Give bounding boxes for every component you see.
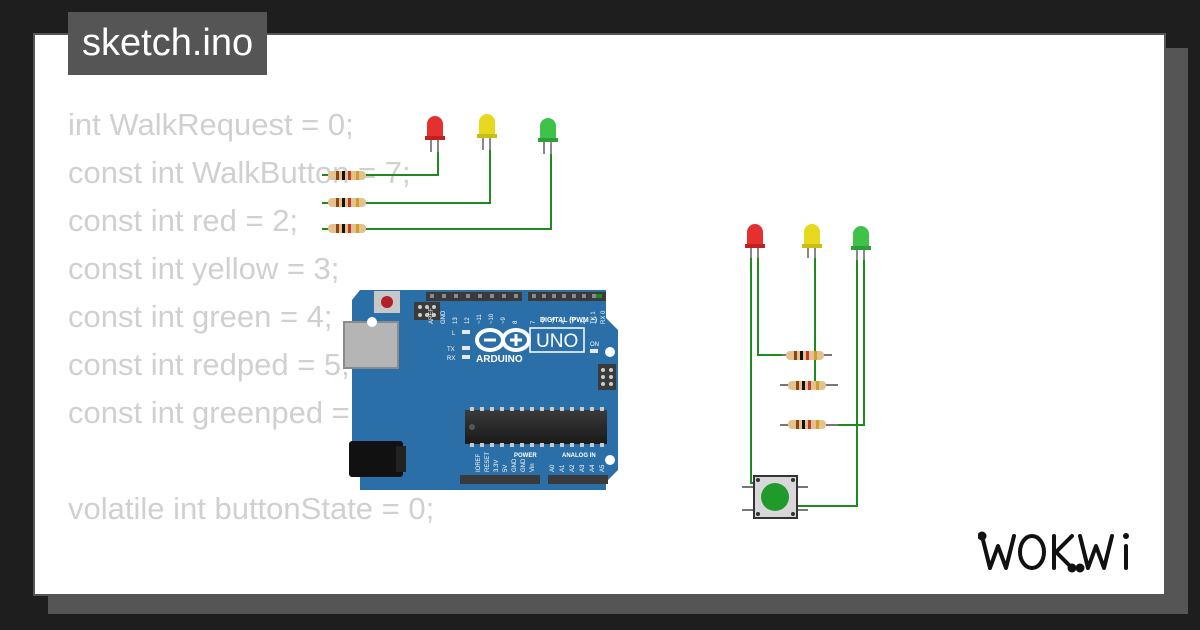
led-green-top[interactable] xyxy=(538,118,558,154)
pin-label: 4 xyxy=(561,320,567,324)
led-rx-label: RX xyxy=(447,356,455,362)
resistor-top-3[interactable] xyxy=(328,224,366,233)
pin-label: 3.3V xyxy=(494,460,500,472)
led-yellow-top[interactable] xyxy=(477,114,497,150)
pin-label: 13 xyxy=(453,317,459,324)
code-background: int WalkRequest = 0; const int WalkButton… xyxy=(68,101,434,533)
analog-header-label: ANALOG IN xyxy=(562,453,596,459)
board-brand: ARDUINO xyxy=(476,354,523,365)
pin-label: RESET xyxy=(485,452,491,472)
arduino-logo-icon xyxy=(475,328,531,352)
pin-label: A4 xyxy=(590,464,596,472)
pin-label: IOREF xyxy=(476,453,482,472)
board-model: UNO xyxy=(536,331,578,352)
resistor-right-3[interactable] xyxy=(780,420,838,429)
pin-label: 2 xyxy=(581,320,587,324)
pin-label: A1 xyxy=(560,464,566,472)
code-line: const int WalkButton = 7; xyxy=(68,155,411,190)
led-green-right[interactable] xyxy=(851,226,871,260)
arduino-uno-board[interactable]: DIGITAL (PWM ~) ARDUINO UNO L TX RX ON xyxy=(343,290,618,490)
pin-label: ~6 xyxy=(541,316,547,324)
code-line: const int yellow = 3; xyxy=(68,251,340,286)
pin-label: 5V xyxy=(503,465,509,472)
pin-label: 8 xyxy=(513,320,519,324)
power-header-label: POWER xyxy=(514,453,537,459)
pin-label: A5 xyxy=(600,464,606,472)
pin-label: A0 xyxy=(550,464,556,472)
header-digital-left xyxy=(426,292,522,301)
led-red-right[interactable] xyxy=(745,224,765,258)
pin-label: 12 xyxy=(465,317,471,324)
header-digital-right xyxy=(528,292,606,301)
walk-pushbutton[interactable] xyxy=(742,475,808,519)
pin-label: AREF xyxy=(429,308,435,324)
pin-label: ~5 xyxy=(551,316,557,324)
pin-label: ~9 xyxy=(501,316,507,324)
code-line: const int red = 2; xyxy=(68,203,299,238)
pin-label: GND xyxy=(441,310,447,324)
pin-label: A3 xyxy=(580,464,586,472)
pin-label: A2 xyxy=(570,464,576,472)
resistor-right-2[interactable] xyxy=(780,381,838,390)
digital-header-label: DIGITAL (PWM ~) xyxy=(540,317,597,324)
resistor-right-1[interactable] xyxy=(782,351,832,360)
code-line: volatile int buttonState = 0; xyxy=(68,491,435,526)
atmega-chip xyxy=(465,410,607,444)
pin-label: GND xyxy=(512,458,518,472)
header-analog xyxy=(548,475,608,484)
led-yellow-right[interactable] xyxy=(802,224,822,258)
led-red-top[interactable] xyxy=(425,116,445,152)
usb-port xyxy=(344,322,398,368)
led-on-label: ON xyxy=(590,342,599,348)
code-line: const int greenped = 6; xyxy=(68,395,385,430)
power-jack xyxy=(349,441,403,477)
pin-label: ~3 xyxy=(571,316,577,324)
header-power xyxy=(460,475,540,484)
pin-label: TX 1 xyxy=(591,311,597,324)
file-tab[interactable]: sketch.ino xyxy=(68,12,268,75)
wokwi-logo xyxy=(978,531,1129,573)
pin-label: Vin xyxy=(530,463,536,472)
pin-label: ~10 xyxy=(489,313,495,324)
code-line: const int green = 4; xyxy=(68,299,333,334)
pin-label: ~11 xyxy=(477,314,483,324)
wires-top xyxy=(322,150,552,230)
pin-label: GND xyxy=(521,458,527,472)
pin-label: RX 0 xyxy=(601,310,607,324)
code-line: const int redped = 5; xyxy=(68,347,350,382)
resistor-top-2[interactable] xyxy=(328,198,366,207)
led-l-label: L xyxy=(452,331,456,337)
code-line: int WalkRequest = 0; xyxy=(68,107,354,142)
led-tx-label: TX xyxy=(447,347,455,353)
resistor-top-1[interactable] xyxy=(328,171,366,180)
pin-label: 7 xyxy=(531,320,537,324)
